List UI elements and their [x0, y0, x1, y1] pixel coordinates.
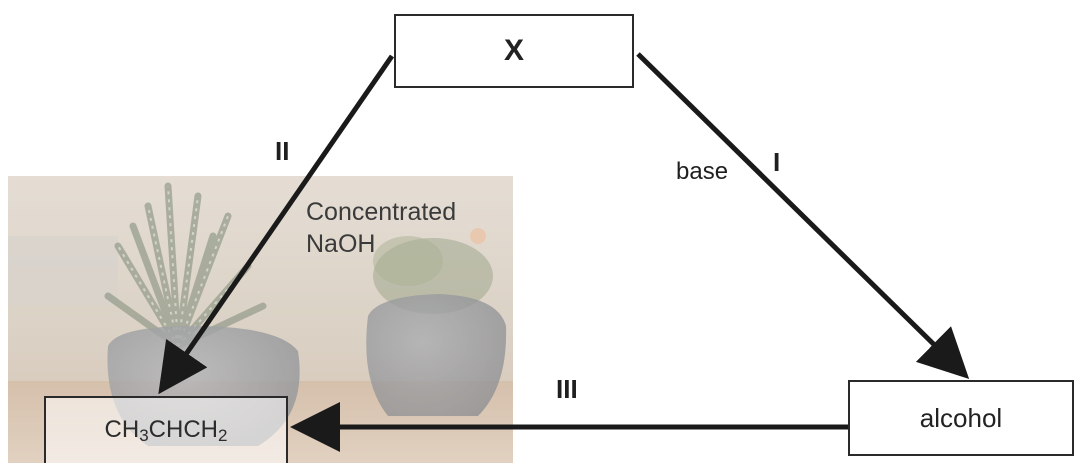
reagent-conc-line2: NaOH: [306, 230, 376, 258]
route-I-label: I: [773, 147, 781, 177]
compound-x-label: X: [503, 34, 524, 67]
route-III-label: III: [556, 374, 578, 404]
alcohol-box: alcohol: [848, 380, 1074, 456]
alcohol-label: alcohol: [919, 402, 1003, 433]
reagent-base-label: base: [676, 158, 729, 185]
reagent-conc-line1: Concentrated: [306, 198, 457, 226]
arrow-route-II: [158, 54, 395, 395]
route-II-label: II: [275, 136, 290, 166]
reagent-conc-naoh-label: Concentrated NaOH: [306, 196, 456, 260]
arrow-route-I: [636, 52, 970, 380]
compound-x-box: X: [394, 14, 634, 88]
propene-formula: CH3CHCH2: [104, 415, 228, 445]
propene-box: CH3CHCH2: [44, 396, 288, 463]
